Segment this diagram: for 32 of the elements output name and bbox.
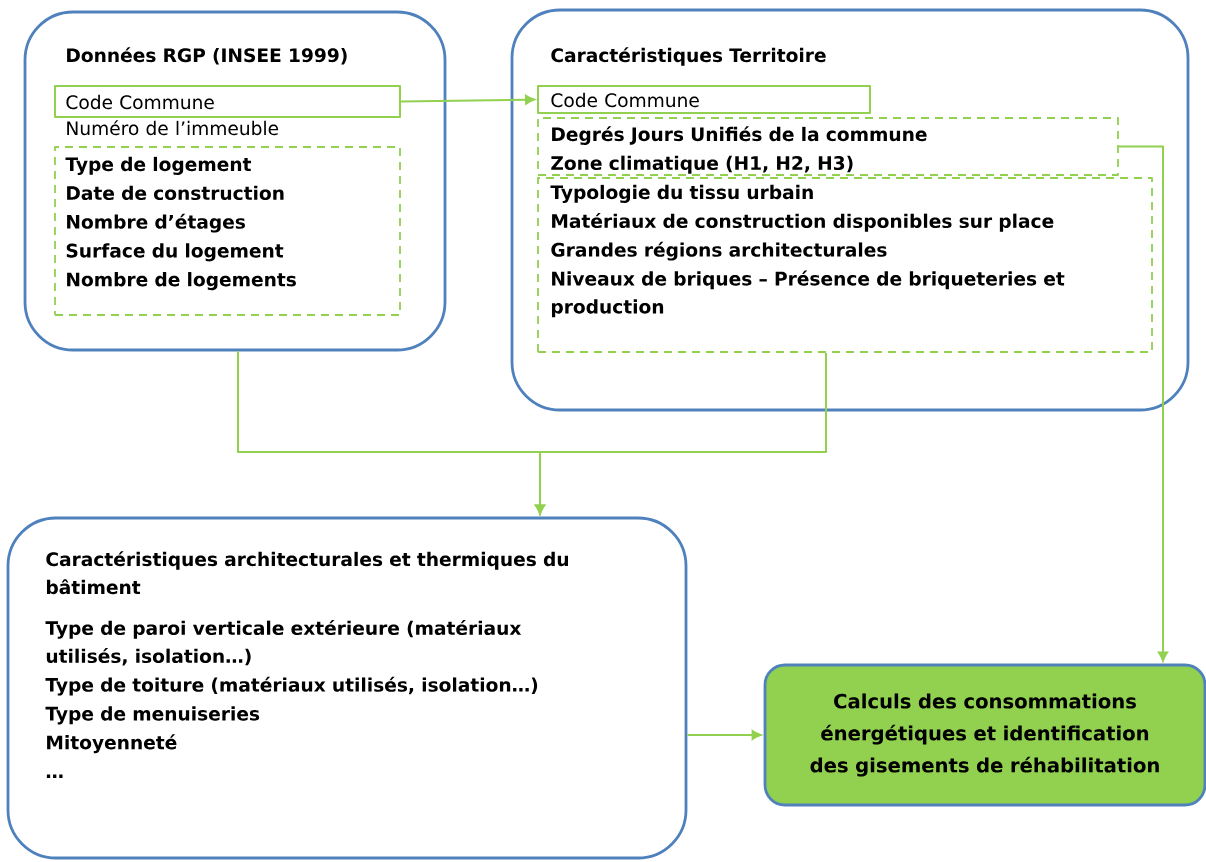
field-box [537, 85, 871, 114]
field-text: Numéro de l’immeuble [67, 120, 279, 136]
list-item: Matériaux de construction disponibles sur place [552, 212, 1054, 232]
list-item: Type de menuiseries [45, 706, 260, 725]
arrow [535, 351, 827, 515]
field-box [54, 85, 401, 118]
box-heading: Caractéristiques Territoire [551, 47, 826, 66]
list-item: Niveaux de briques – Présence de briqueteries et production [551, 270, 1065, 318]
list-item: Nombre d’étages [67, 213, 245, 233]
dashed-group-box [537, 117, 1119, 176]
list-item: Degrés Jours Unifiés de la commune [552, 126, 927, 145]
list-item: Nombre de logements [67, 272, 296, 291]
field-text: Code Commune [66, 94, 214, 110]
list-item: Type de logement [65, 156, 252, 175]
box-heading: Caractéristiques architecturales et thermiques du bâtiment [46, 551, 568, 595]
list-item: Type de toiture (matériaux utilisés, isolation…) [45, 676, 538, 696]
field-text: Code Commune [551, 92, 699, 108]
arrow [1117, 145, 1168, 662]
list-item: Zone climatique (H1, H2, H3) [551, 155, 853, 174]
result-box: Calculs des consommations énergétiques et identification des gisements de réhabilitation [763, 663, 1206, 807]
dashed-group-box [537, 177, 1153, 353]
list-item: … [46, 774, 63, 778]
arrow [400, 94, 535, 105]
list-item: Mitoyenneté [47, 734, 177, 754]
list-item: Surface du logement [66, 243, 284, 262]
list-item: Grandes régions architecturales [551, 241, 887, 261]
dashed-group-box [54, 146, 401, 316]
list-item: Type de paroi verticale extérieure (matériaux utilisés, isolation…) [45, 619, 522, 666]
box-heading: Données RGP (INSEE 1999) [67, 47, 347, 65]
list-item: Date de construction [67, 185, 284, 201]
list-item: Typologie du tissu urbain [550, 184, 813, 203]
arrow [686, 730, 762, 740]
